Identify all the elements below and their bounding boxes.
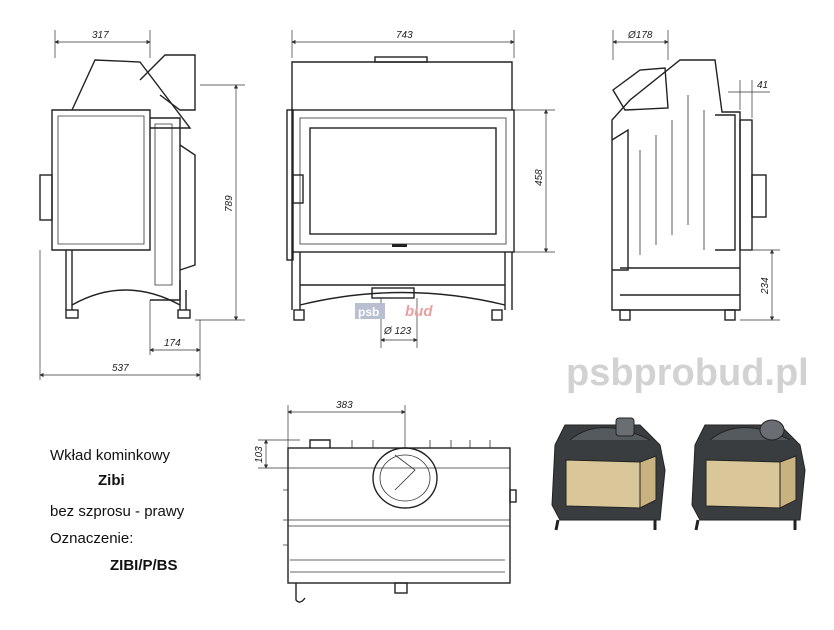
dim-o178: Ø178 bbox=[627, 30, 653, 41]
render-front-left bbox=[551, 417, 666, 531]
caption-line-3: bez szprosu - prawy bbox=[50, 503, 185, 520]
watermark-text: psbprobud.pl bbox=[566, 352, 809, 394]
top-view-dimensions: 383 103 bbox=[254, 400, 406, 469]
dim-234: 234 bbox=[760, 277, 771, 295]
caption-line-4: Oznaczenie: bbox=[50, 530, 134, 547]
render-front-right bbox=[691, 419, 806, 531]
dim-174: 174 bbox=[164, 338, 181, 349]
dim-458: 458 bbox=[534, 169, 545, 186]
front-view-dimensions: 743 458 Ø 123 bbox=[291, 30, 555, 348]
right-view-dimensions: Ø178 41 234 bbox=[612, 30, 780, 321]
dim-383: 383 bbox=[336, 400, 353, 411]
side-view bbox=[39, 54, 196, 319]
right-side-view bbox=[611, 59, 767, 321]
dim-743: 743 bbox=[396, 30, 413, 41]
logo-bud: bud bbox=[405, 303, 433, 320]
dim-537: 537 bbox=[112, 363, 129, 374]
dim-103: 103 bbox=[254, 446, 265, 463]
side-view-dimensions: 317 789 174 537 bbox=[39, 30, 245, 380]
logo-psb: psb bbox=[358, 305, 379, 319]
caption-line-1: Wkład kominkowy bbox=[50, 447, 171, 464]
dim-789: 789 bbox=[224, 195, 235, 212]
front-view bbox=[286, 56, 515, 321]
caption-model-name: Zibi bbox=[98, 472, 125, 489]
dim-317: 317 bbox=[92, 30, 109, 41]
watermark: psbprobud.pl psb bud bbox=[355, 303, 809, 394]
dim-41: 41 bbox=[757, 80, 768, 91]
dim-o123: Ø 123 bbox=[383, 326, 412, 337]
top-view bbox=[283, 439, 517, 603]
caption-model-code: ZIBI/P/BS bbox=[110, 557, 178, 574]
